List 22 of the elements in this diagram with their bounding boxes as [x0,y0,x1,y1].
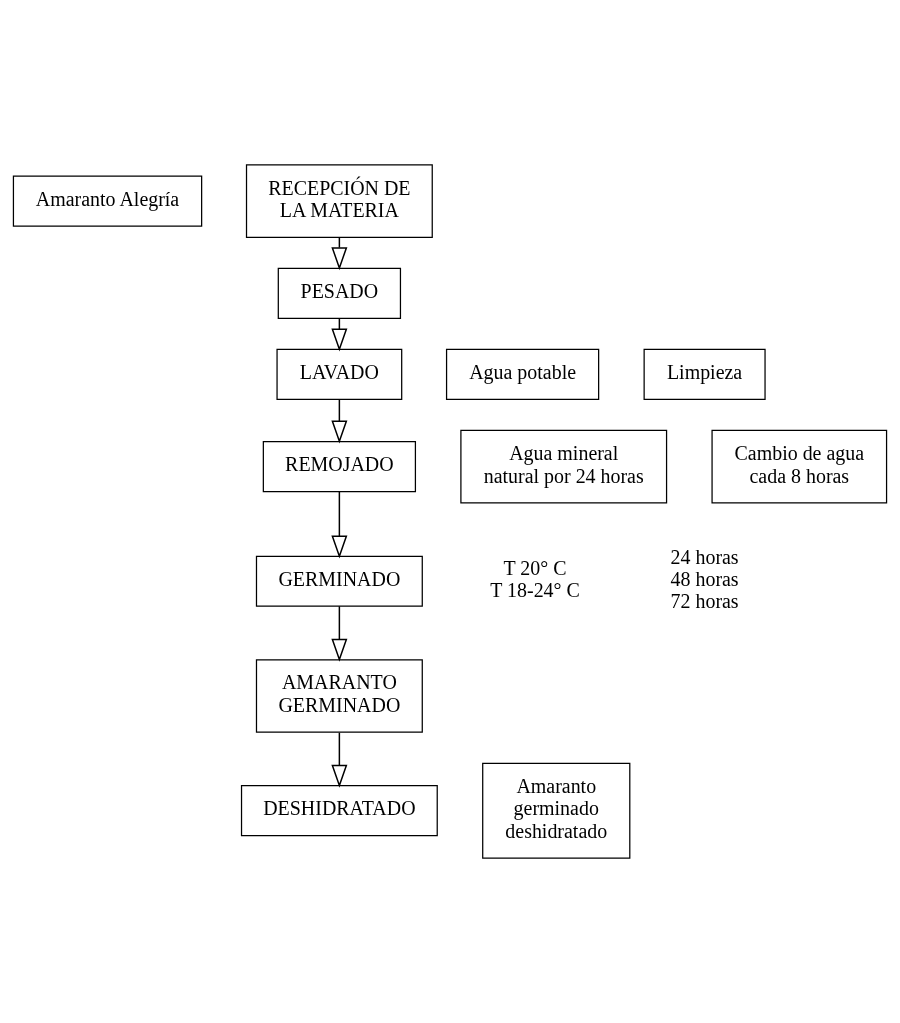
node-label: 24 horas [670,545,739,568]
node-label: 48 horas [670,568,739,591]
node-box: DESHIDRATADO [240,785,438,837]
node-box: GERMINADO [255,555,423,607]
arrow [331,605,348,662]
arrow [331,490,348,559]
node-box: REMOJADO [262,441,417,493]
node-box: Cambio de agua cada 8 horas [711,429,888,504]
arrow [331,398,348,444]
node-label: 72 horas [670,590,739,613]
node-box: LAVADO [276,348,403,400]
node-box: RECEPCIÓN DE LA MATERIA [245,164,433,238]
node-box: AMARANTO GERMINADO [255,659,423,733]
node-box: Amaranto Alegría [12,175,203,227]
node-box: Amaranto germinado deshidratado [482,762,631,859]
node-box: PESADO [277,267,402,319]
node-box: Limpieza [643,348,766,400]
node-label: T 20° C [503,556,567,579]
node-box: Agua potable [445,348,600,400]
node-box: Agua mineral natural por 24 horas [460,429,668,504]
node-label: T 18-24° C [490,579,580,602]
arrow [331,731,348,788]
